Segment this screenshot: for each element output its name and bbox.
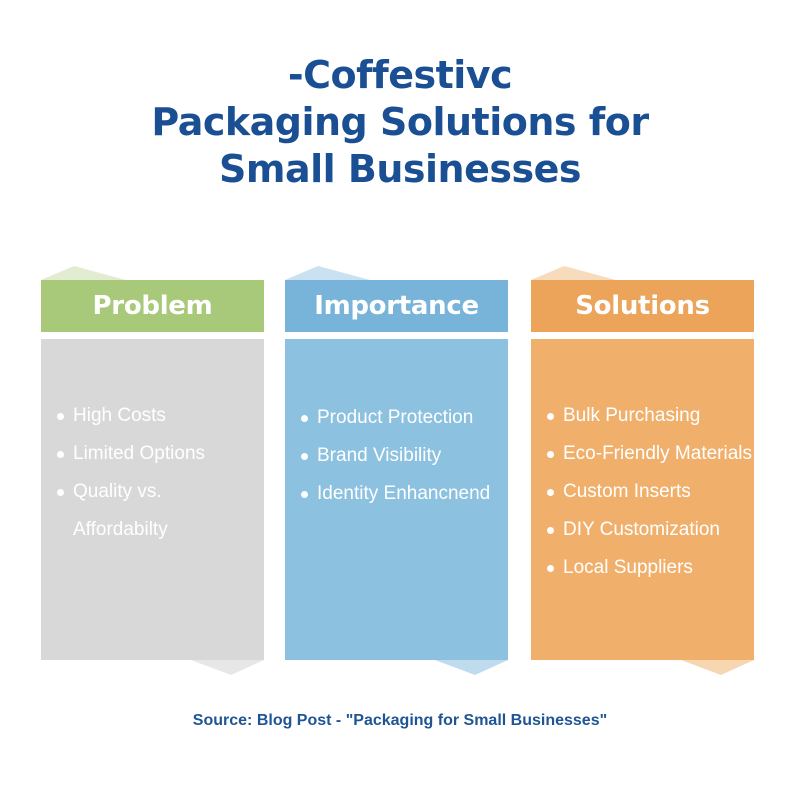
problem-list: High Costs Limited Options Quality vs. A… [55, 397, 264, 549]
column-header-problem: Problem [41, 280, 264, 332]
solutions-list: Bulk Purchasing Eco-Friendly Materials C… [545, 397, 754, 587]
importance-list: Product Protection Brand Visibility Iden… [299, 399, 508, 513]
list-item: Limited Options [55, 435, 264, 473]
column-body-solutions: Bulk Purchasing Eco-Friendly Materials C… [531, 339, 754, 660]
column-importance: Importance Product Protection Brand Visi… [285, 262, 508, 682]
column-header-solutions: Solutions [531, 280, 754, 332]
title-line-1: -Coffestivc [287, 53, 513, 97]
list-item: Eco-Friendly Materials [545, 435, 754, 473]
column-header-importance: Importance [285, 280, 508, 332]
list-item: Custom Inserts [545, 473, 754, 511]
list-item-continuation: Affordabilty [73, 519, 168, 540]
list-item: High Costs [55, 397, 264, 435]
title-line-3: Small Businesses [219, 147, 582, 191]
list-item: Product Protection [299, 399, 508, 437]
list-item: Bulk Purchasing [545, 397, 754, 435]
list-item: DIY Customization [545, 511, 754, 549]
column-body-importance: Product Protection Brand Visibility Iden… [285, 339, 508, 660]
list-item: Local Suppliers [545, 549, 754, 587]
list-item: Identity Enhancnend [299, 475, 508, 513]
list-item: Quality vs. [55, 473, 264, 511]
column-body-problem: High Costs Limited Options Quality vs. A… [41, 339, 264, 660]
column-problem: Problem High Costs Limited Options Quali… [41, 262, 264, 682]
page-title: -Coffestivc Packaging Solutions for Smal… [0, 52, 800, 193]
title-line-2: Packaging Solutions for [151, 100, 649, 144]
source-citation: Source: Blog Post - "Packaging for Small… [192, 712, 608, 729]
list-item: Brand Visibility [299, 437, 508, 475]
column-solutions: Solutions Bulk Purchasing Eco-Friendly M… [531, 262, 754, 682]
